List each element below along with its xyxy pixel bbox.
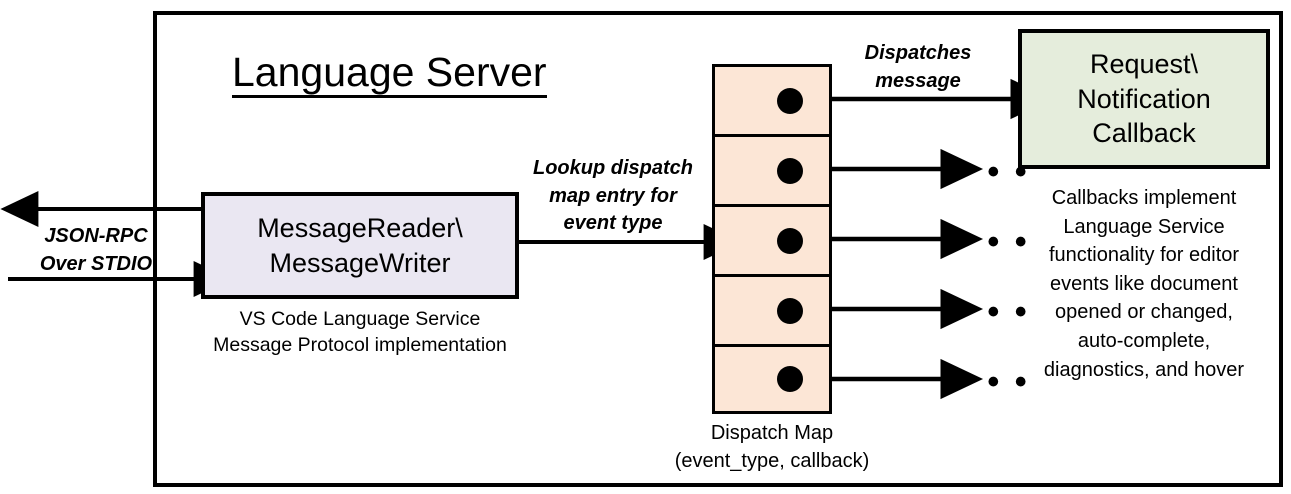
dispatch-map-row[interactable] <box>712 274 832 344</box>
callback-caption-line1: Callbacks implement <box>1051 187 1237 209</box>
lookup-dispatch-label-line3: event type <box>563 212 663 235</box>
dispatch-target-ellipsis: • • • <box>960 363 1030 401</box>
message-writer-label: MessageWriter <box>269 247 451 278</box>
dispatch-target-ellipsis: • • • <box>960 223 1030 261</box>
callback-label-line1: Request\ <box>1089 49 1199 80</box>
request-notification-callback-box[interactable]: Request\ Notification Callback <box>1018 29 1270 169</box>
callback-caption-line5: opened or changed, <box>1055 301 1233 324</box>
dispatch-map-caption-line1: Dispatch Map <box>710 422 834 444</box>
dispatch-map-row[interactable] <box>712 134 832 204</box>
lookup-dispatch-label: Lookup dispatch map entry for event type <box>521 155 705 238</box>
dispatches-message-line1: Dispatches <box>864 42 972 64</box>
dispatches-message-label: Dispatches message <box>838 40 998 95</box>
message-reader-caption-line1: VS Code Language Service <box>239 308 481 330</box>
message-reader-label: MessageReader\ <box>257 213 463 244</box>
dispatch-entry-dot-icon <box>777 87 803 114</box>
lookup-dispatch-label-line2: map entry for <box>549 184 677 207</box>
dispatches-message-line2: message <box>875 69 961 92</box>
dispatch-entry-dot-icon <box>777 227 803 254</box>
callback-caption-line4: events like document <box>1050 272 1238 295</box>
callback-caption-line3: functionality for editor <box>1048 244 1240 267</box>
message-reader-caption: VS Code Language Service Message Protoco… <box>201 306 519 358</box>
callback-caption-line6: auto-complete, <box>1077 329 1211 352</box>
dispatch-map-row[interactable] <box>712 64 832 134</box>
message-reader-caption-line2: Message Protocol implementation <box>213 334 507 357</box>
callback-label-line2: Notification <box>1077 83 1211 114</box>
dispatch-map-caption: Dispatch Map (event_type, callback) <box>650 420 894 475</box>
callback-caption-line2: Language Service <box>1063 215 1225 238</box>
dispatch-entry-dot-icon <box>777 366 803 392</box>
dispatch-target-ellipsis: • • • <box>960 293 1030 331</box>
dispatch-map-caption-line2: (event_type, callback) <box>674 449 870 472</box>
callback-label-line3: Callback <box>1092 118 1196 149</box>
callback-caption-line7: diagnostics, and hover <box>1043 358 1245 381</box>
dispatch-target-ellipsis: • • • <box>960 153 1030 191</box>
dispatch-entry-dot-icon <box>777 297 803 324</box>
page-title: Language Server <box>232 50 547 99</box>
dispatch-map-row[interactable] <box>712 344 832 414</box>
language-server-boundary <box>153 11 1283 487</box>
transport-label-line1: JSON-RPC <box>44 225 148 247</box>
transport-label-line2: Over STDIO <box>39 253 153 276</box>
message-reader-writer-box[interactable]: MessageReader\ MessageWriter <box>201 192 519 299</box>
callback-caption: Callbacks implement Language Service fun… <box>1008 184 1280 384</box>
transport-label: JSON-RPC Over STDIO <box>36 222 156 279</box>
dispatch-entry-dot-icon <box>777 157 803 184</box>
lookup-dispatch-label-line1: Lookup dispatch <box>533 157 693 179</box>
dispatch-map-table[interactable] <box>712 64 832 414</box>
dispatch-map-row[interactable] <box>712 204 832 274</box>
